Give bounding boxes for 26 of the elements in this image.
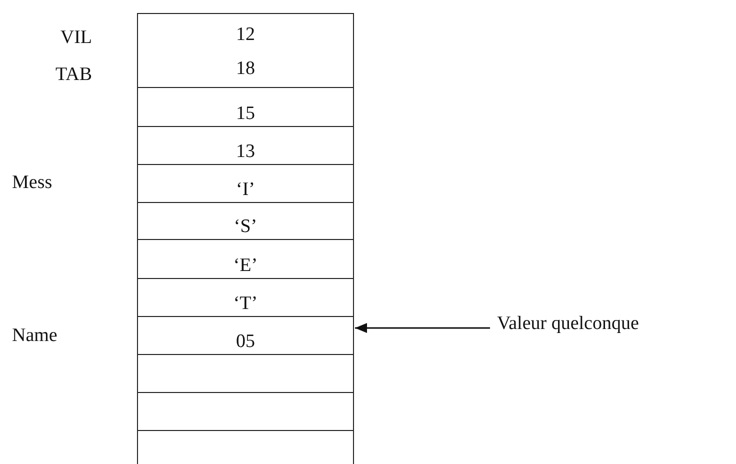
cell-value: ‘S’ (234, 216, 258, 238)
memory-cell (137, 430, 354, 464)
cell-value: 13 (236, 141, 255, 163)
memory-cell (137, 202, 354, 240)
cell-value: 18 (236, 58, 255, 80)
variable-name: Name (12, 325, 58, 347)
cell-value: 15 (236, 103, 255, 125)
memory-cell (137, 316, 354, 355)
memory-cell (137, 392, 354, 431)
memory-cell (137, 87, 354, 127)
arrow (355, 323, 490, 333)
memory-cell (137, 278, 354, 317)
cell-value: ‘T’ (233, 293, 258, 315)
cell-value: 05 (236, 331, 255, 353)
memory-cell (137, 13, 354, 88)
memory-cell (137, 354, 354, 393)
cell-value: ‘I’ (236, 179, 255, 201)
variable-name: Mess (12, 172, 52, 194)
variable-name: TAB (56, 64, 92, 86)
memory-cell (137, 126, 354, 165)
variable-name: VIL (60, 27, 92, 49)
memory-cell (137, 164, 354, 203)
memory-cell (137, 239, 354, 279)
cell-value: 12 (236, 24, 255, 46)
cell-value: ‘E’ (233, 255, 258, 277)
annotation-text: Valeur quelconque (497, 313, 639, 335)
